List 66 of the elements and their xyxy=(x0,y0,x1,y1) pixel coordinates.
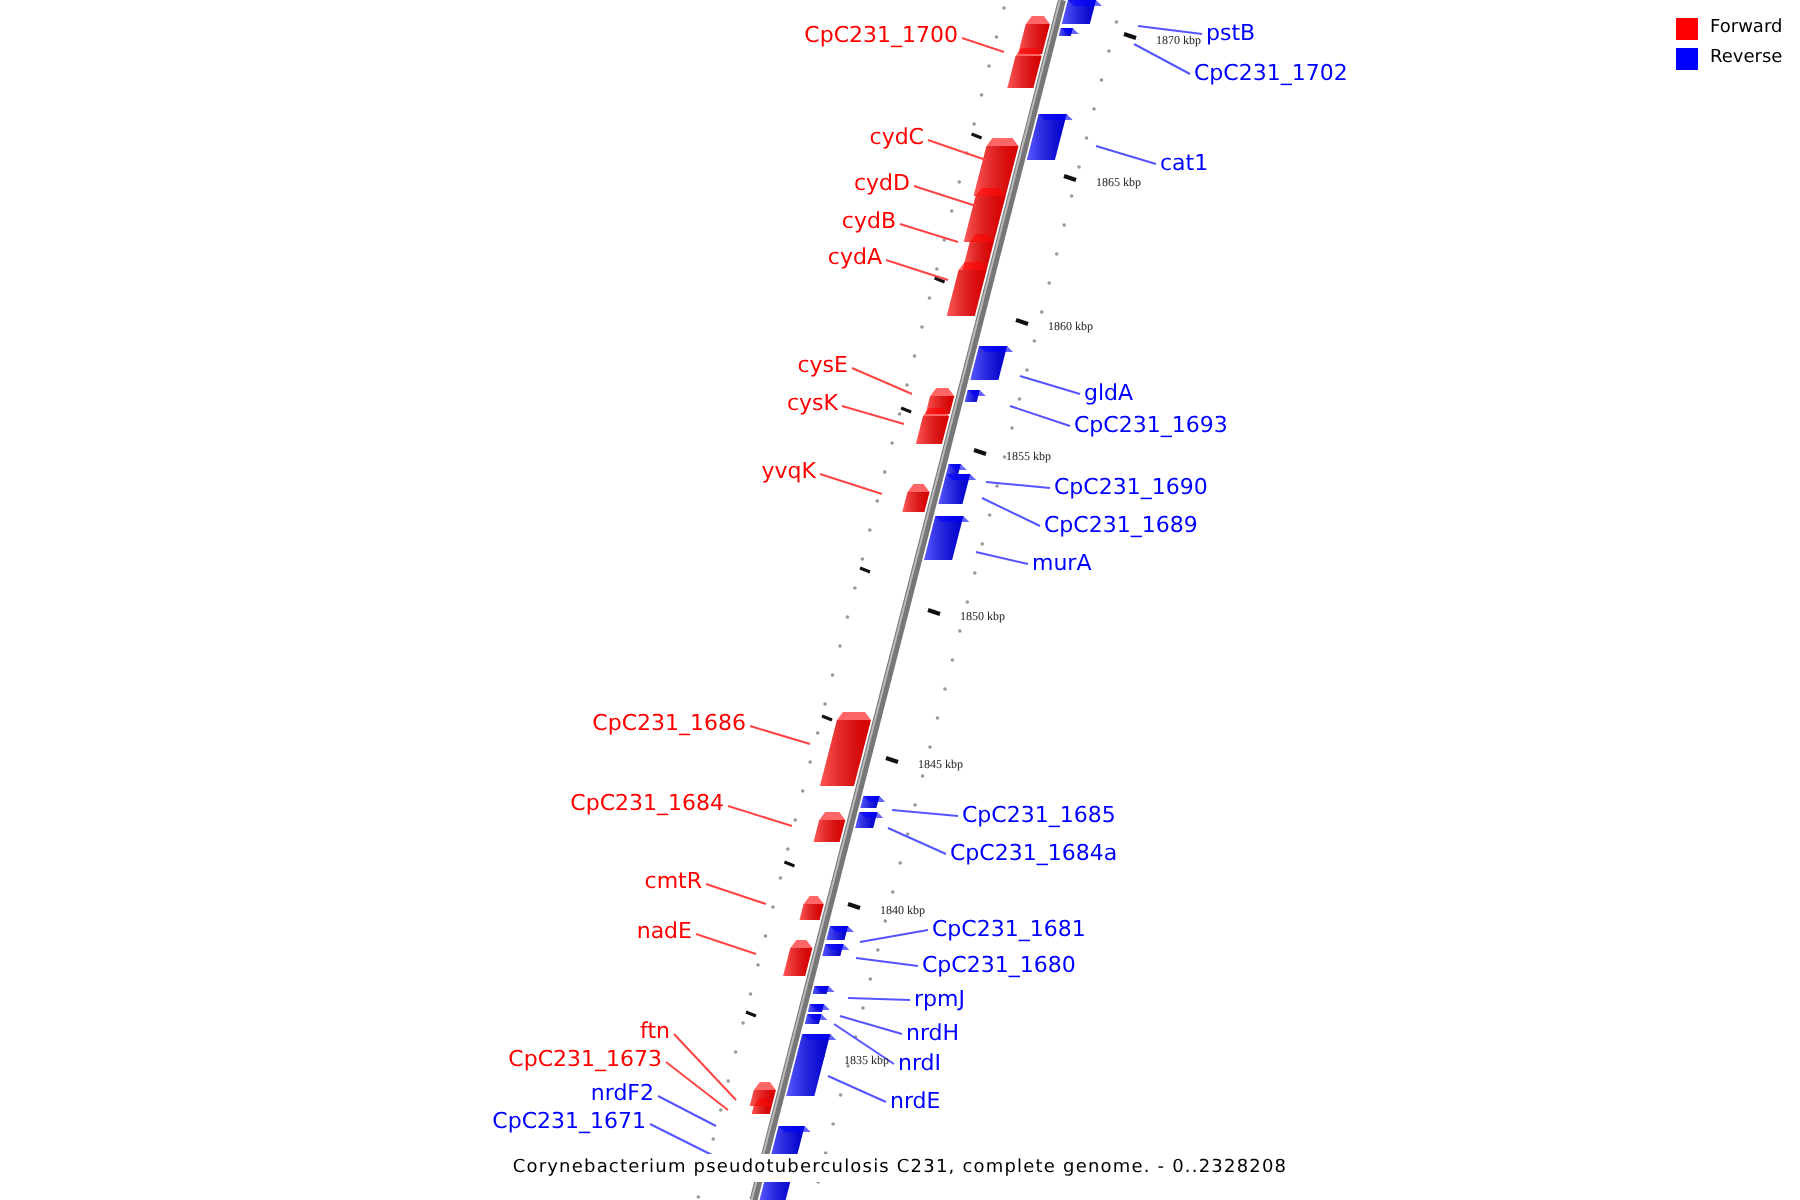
gene-label: ftn xyxy=(640,1016,670,1048)
leader-line xyxy=(665,1061,729,1111)
gene-label: gldA xyxy=(1084,378,1134,410)
gene-label: CpC231_1685 xyxy=(962,800,1116,832)
leader-line xyxy=(749,725,811,745)
leader-line xyxy=(927,139,987,161)
leader-line xyxy=(891,809,959,817)
gene-label: pstB xyxy=(1206,18,1256,50)
leader-line xyxy=(649,1123,715,1157)
gene-label: cydA xyxy=(827,242,882,274)
gene-label: yvqK xyxy=(761,456,816,488)
leader-line xyxy=(833,1023,895,1065)
leader-line xyxy=(885,259,949,281)
gene-label: cysK xyxy=(786,388,838,420)
gene-label: cydB xyxy=(841,206,896,238)
gene-label: rpmJ xyxy=(914,984,965,1016)
gene-label: nrdE xyxy=(890,1086,941,1118)
gene-label: nrdI xyxy=(898,1048,942,1080)
gene-label: cydC xyxy=(869,122,924,154)
gene-label: CpC231_1680 xyxy=(922,950,1076,982)
gene-label: CpC231_1690 xyxy=(1054,472,1208,504)
leader-line xyxy=(657,1095,717,1127)
leader-line xyxy=(913,185,977,207)
leader-line xyxy=(841,405,905,425)
gene-label: CpC231_1700 xyxy=(804,20,958,52)
leader-line xyxy=(695,933,757,955)
leader-line xyxy=(705,883,767,905)
leader-line xyxy=(1019,375,1081,395)
gene-label: CpC231_1689 xyxy=(1044,510,1198,542)
leader-line xyxy=(839,1015,903,1035)
leader-line xyxy=(819,473,883,495)
leader-line xyxy=(1133,43,1191,75)
gene-label: CpC231_1684a xyxy=(950,838,1118,870)
leader-line xyxy=(827,1075,887,1103)
leader-line xyxy=(1137,25,1203,35)
gene-label: CpC231_1673 xyxy=(508,1044,662,1076)
gene-label: CpC231_1671 xyxy=(492,1106,646,1138)
gene-label: cmtR xyxy=(644,866,702,898)
legend-label: Reverse xyxy=(1710,48,1783,70)
leader-line xyxy=(851,367,913,395)
gene-label: cydD xyxy=(853,168,910,200)
gene-label: CpC231_1681 xyxy=(932,914,1086,946)
leader-line xyxy=(961,37,1005,53)
gene-label: nrdF2 xyxy=(590,1078,654,1110)
leader-line xyxy=(981,497,1041,527)
leader-line xyxy=(727,805,793,827)
leader-line xyxy=(855,957,919,967)
gene-label: CpC231_1684 xyxy=(570,788,724,820)
gene-label: murA xyxy=(1032,548,1092,580)
gene-label: cat1 xyxy=(1160,148,1209,180)
leader-line xyxy=(887,827,947,855)
gene-label: CpC231_1693 xyxy=(1074,410,1228,442)
leader-line xyxy=(859,929,929,943)
leader-line xyxy=(985,481,1051,489)
gene-label: nrdH xyxy=(906,1018,960,1050)
leader-line xyxy=(899,223,959,243)
gene-label: nadE xyxy=(636,916,692,948)
gene-label: CpC231_1702 xyxy=(1194,58,1348,90)
leader-line xyxy=(847,997,911,1001)
leader-line xyxy=(673,1033,737,1101)
gene-label: cysE xyxy=(797,350,848,382)
leader-line xyxy=(1095,145,1157,165)
gene-label: CpC231_1686 xyxy=(592,708,746,740)
leader-line xyxy=(1009,405,1071,427)
leader-line xyxy=(975,551,1029,565)
legend-label: Forward xyxy=(1710,18,1783,40)
